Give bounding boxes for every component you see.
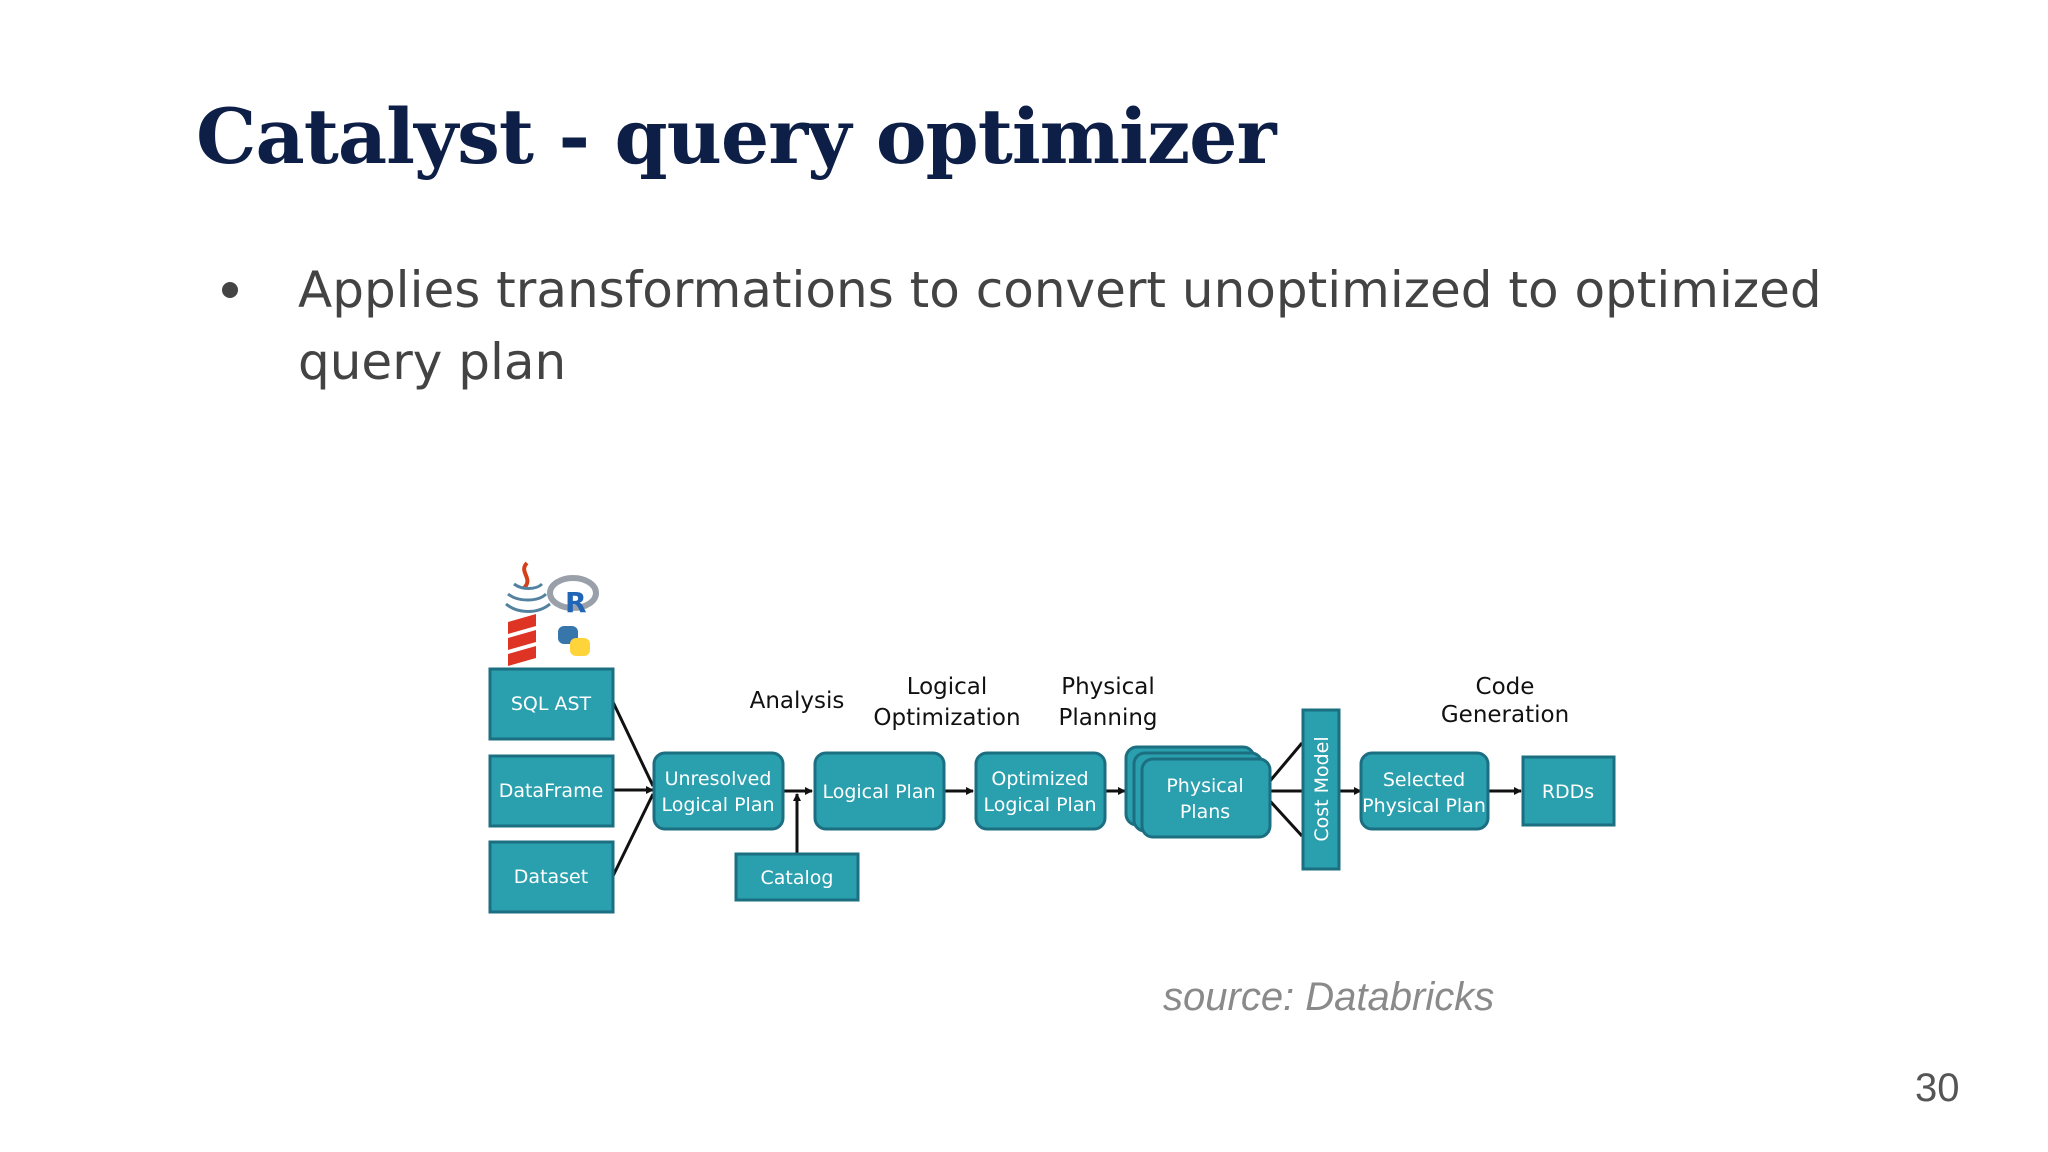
svg-text:Physical Plan: Physical Plan xyxy=(1362,795,1486,817)
selected-physical-plan-node: Selected Physical Plan xyxy=(1359,751,1490,831)
svg-text:Unresolved: Unresolved xyxy=(665,768,772,790)
svg-text:Plans: Plans xyxy=(1180,801,1230,823)
java-icon xyxy=(505,561,551,613)
stage-logical-optimization-label-line1: Logical xyxy=(907,674,988,700)
svg-text:RDDs: RDDs xyxy=(1542,781,1594,803)
stage-code-generation-label-line1: Code xyxy=(1476,674,1535,700)
svg-text:R: R xyxy=(565,586,587,619)
svg-text:Cost Model: Cost Model xyxy=(1311,736,1333,841)
logical-plan-node: Logical Plan xyxy=(813,751,946,831)
svg-text:SQL AST: SQL AST xyxy=(511,693,592,715)
source-citation: source: Databricks xyxy=(1163,975,1495,1019)
svg-text:Physical: Physical xyxy=(1166,775,1243,797)
scala-icon xyxy=(508,614,536,666)
slide-title: Catalyst - query optimizer xyxy=(196,92,1277,181)
input-dataframe: DataFrame xyxy=(488,754,615,828)
cost-model-node: Cost Model xyxy=(1301,708,1341,871)
input-connectors xyxy=(611,701,655,877)
bullet-text: Applies transformations to convert unopt… xyxy=(298,261,1822,391)
input-dataset: Dataset xyxy=(488,840,615,914)
optimized-logical-plan-node: Optimized Logical Plan xyxy=(974,751,1107,831)
bullet-marker xyxy=(222,282,238,298)
svg-text:Selected: Selected xyxy=(1383,769,1465,791)
stage-analysis-label: Analysis xyxy=(750,688,845,714)
stage-physical-planning-label-line2: Planning xyxy=(1058,705,1157,731)
stage-logical-optimization-label-line2: Optimization xyxy=(873,705,1020,731)
input-sql-ast: SQL AST xyxy=(488,667,615,741)
svg-text:Logical Plan: Logical Plan xyxy=(983,794,1096,816)
stage-physical-planning-label-line1: Physical xyxy=(1061,674,1155,700)
svg-text:DataFrame: DataFrame xyxy=(499,780,604,802)
svg-text:Optimized: Optimized xyxy=(991,768,1088,790)
svg-text:Catalog: Catalog xyxy=(761,867,834,889)
stage-code-generation-label-line2: Generation xyxy=(1441,702,1569,728)
python-icon xyxy=(558,626,590,656)
page-number: 30 xyxy=(1915,1066,1960,1110)
catalog-node: Catalog xyxy=(734,852,860,902)
physical-plans-node: Physical Plans xyxy=(1124,745,1272,839)
svg-text:Dataset: Dataset xyxy=(514,866,588,888)
r-icon: R xyxy=(547,575,599,619)
pipeline-arrows xyxy=(783,742,1522,853)
svg-text:Logical Plan: Logical Plan xyxy=(822,781,935,803)
unresolved-logical-plan-node: Unresolved Logical Plan xyxy=(652,751,785,831)
rdds-node: RDDs xyxy=(1521,755,1616,827)
svg-text:Logical Plan: Logical Plan xyxy=(661,794,774,816)
